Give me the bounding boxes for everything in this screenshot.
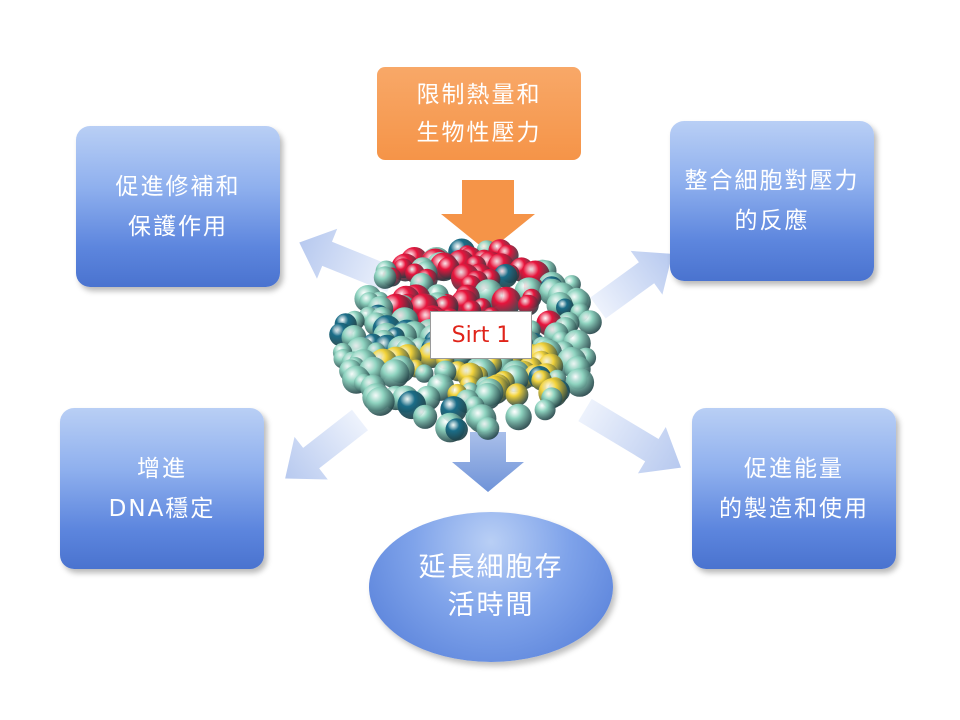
protein-atom [505, 403, 532, 431]
box-line1: 促進能量 [744, 455, 844, 482]
protein-atom [565, 368, 595, 397]
box-line1: 促進修補和 [115, 173, 241, 200]
input-box-line1: 限制熱量和 [416, 81, 542, 108]
box-stress-response: 整合細胞對壓力 的反應 [670, 121, 874, 281]
arrow-to-bottom-right [578, 398, 682, 474]
box-energy-production: 促進能量 的製造和使用 [692, 408, 896, 569]
outcome-ellipse-cell-survival: 延長細胞存 活時間 [369, 512, 613, 662]
box-line1: 增進 [137, 455, 187, 482]
input-box-line2: 生物性壓力 [416, 119, 542, 146]
protein-atom [534, 399, 556, 421]
box-line2: DNA穩定 [108, 495, 216, 522]
outcome-line1: 延長細胞存 [418, 552, 564, 583]
input-box-caloric-restriction: 限制熱量和 生物性壓力 [377, 67, 581, 160]
protein-atom [373, 266, 397, 289]
protein-atom [365, 386, 395, 416]
arrow-to-bottom-left [285, 409, 369, 480]
box-repair-protection: 促進修補和 保護作用 [76, 126, 280, 287]
blue-down-arrow [452, 432, 524, 492]
box-line1: 整合細胞對壓力 [684, 168, 860, 194]
sirt1-label: Sirt 1 [430, 311, 532, 359]
protein-atom [491, 286, 522, 317]
protein-atom [413, 404, 438, 429]
outcome-line2: 活時間 [447, 590, 535, 621]
arrow-to-top-right [590, 250, 673, 319]
box-line2: 的製造和使用 [719, 495, 869, 522]
protein-atom [445, 418, 468, 441]
arrow-to-top-left [299, 228, 397, 293]
protein-atom [517, 294, 539, 316]
protein-atom [380, 359, 410, 389]
protein-atom [505, 383, 529, 407]
protein-atom [577, 310, 602, 335]
box-line2: 的反應 [734, 208, 810, 234]
box-dna-stability: 增進 DNA穩定 [60, 408, 264, 569]
box-line2: 保護作用 [128, 213, 228, 240]
protein-atom [476, 417, 500, 440]
protein-atom [415, 364, 434, 383]
orange-down-arrow [441, 180, 535, 252]
